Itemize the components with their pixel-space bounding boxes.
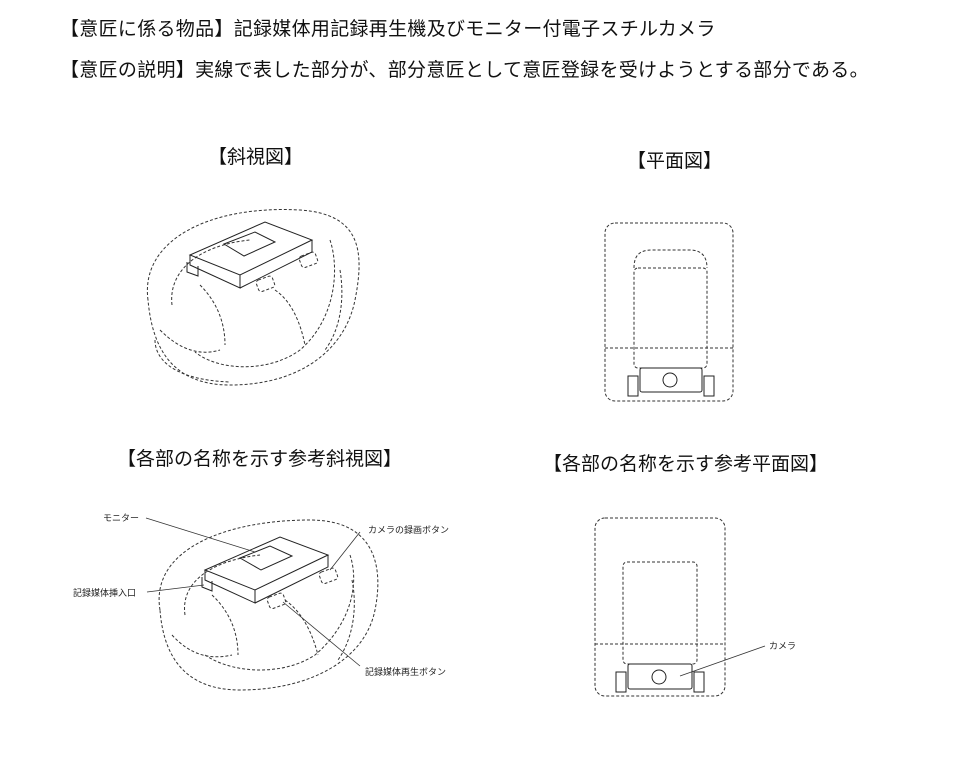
plan-view-title: 【平面図】 <box>627 150 723 172</box>
label-camera: カメラ <box>769 642 797 652</box>
label-camera-record-button: カメラの録画ボタン <box>368 526 450 536</box>
label-monitor: モニター <box>103 514 140 524</box>
label-media-play-button: 記録媒体再生ボタン <box>365 668 447 678</box>
description-line: 【意匠の説明】実線で表した部分が、部分意匠として意匠登録を受けようとする部分であ… <box>60 59 869 81</box>
label-media-slot: 記録媒体挿入口 <box>73 589 137 599</box>
ref-perspective-view-title: 【各部の名称を示す参考斜視図】 <box>117 448 403 470</box>
perspective-view-title: 【斜視図】 <box>208 146 304 168</box>
article-line: 【意匠に係る物品】記録媒体用記録再生機及びモニター付電子スチルカメラ <box>60 18 716 40</box>
ref-plan-view-title: 【各部の名称を示す参考平面図】 <box>543 453 829 475</box>
